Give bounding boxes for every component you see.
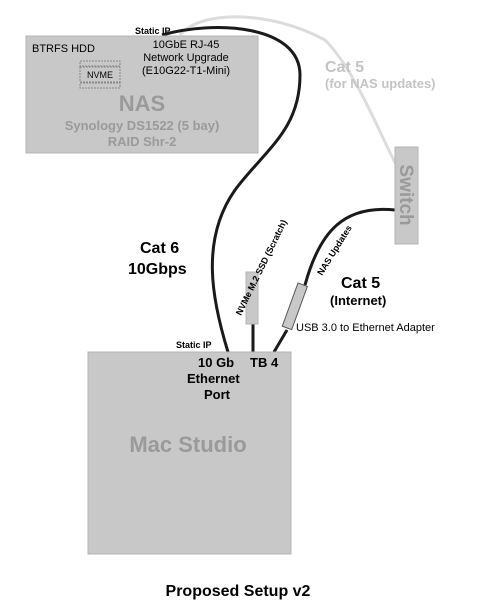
mac-port-line3: Port <box>204 387 231 402</box>
mac-static-ip: Static IP <box>176 340 212 350</box>
mac-port-tb4: TB 4 <box>250 355 279 370</box>
nas-upgrade-line3: (E10G22-T1-Mini) <box>142 65 230 77</box>
nas-box <box>25 35 259 154</box>
nas-updates-label: NAS Updates <box>315 223 354 277</box>
cat5-internet-label: Cat 5 <box>341 275 380 292</box>
footer-title: Proposed Setup v2 <box>166 583 311 600</box>
cat5-nas-sublabel: (for NAS updates) <box>325 76 436 91</box>
mac-port-line2: Ethernet <box>187 371 240 386</box>
cat6-speed: 10Gbps <box>128 261 187 278</box>
nvme-stick-bottom <box>79 82 121 89</box>
nas-nvme-label: NVME <box>87 70 113 80</box>
mac-studio-box <box>87 351 292 555</box>
switch-label: Switch <box>395 164 416 225</box>
nvme-ssd-label: NVMe M.2 SSD (Scratch) <box>234 218 289 317</box>
mac-studio-title: Mac Studio <box>129 432 246 457</box>
adapter-to-mac-cable <box>272 329 289 353</box>
cat6-cable <box>161 26 302 353</box>
nas-upgrade-line2: Network Upgrade <box>143 52 229 64</box>
mac-port-10gb: 10 Gb <box>198 355 234 370</box>
nas-model: Synology DS1522 (5 bay) <box>65 118 220 133</box>
cat5-internet-cable <box>303 207 396 286</box>
nas-static-ip: Static IP <box>135 26 171 36</box>
switch-box <box>394 146 419 245</box>
nvme-module <box>79 66 121 83</box>
adapter-label: USB 3.0 to Ethernet Adapter <box>296 322 435 334</box>
cat6-label: Cat 6 <box>140 240 179 257</box>
nas-raid: RAID Shr-2 <box>108 134 177 149</box>
nvme-ssd-module <box>245 271 259 325</box>
nas-drives-label: BTRFS HDD <box>32 43 95 55</box>
cat5-internet-sublabel: (Internet) <box>330 293 386 308</box>
nas-title: NAS <box>119 91 165 116</box>
nas-upgrade-line1: 10GbE RJ-45 <box>153 39 220 51</box>
usb-ethernet-adapter <box>281 282 309 331</box>
cat5-nas-label: Cat 5 <box>325 59 364 76</box>
cat5-nas-cable <box>178 15 407 181</box>
nvme-stick-top <box>79 60 121 67</box>
